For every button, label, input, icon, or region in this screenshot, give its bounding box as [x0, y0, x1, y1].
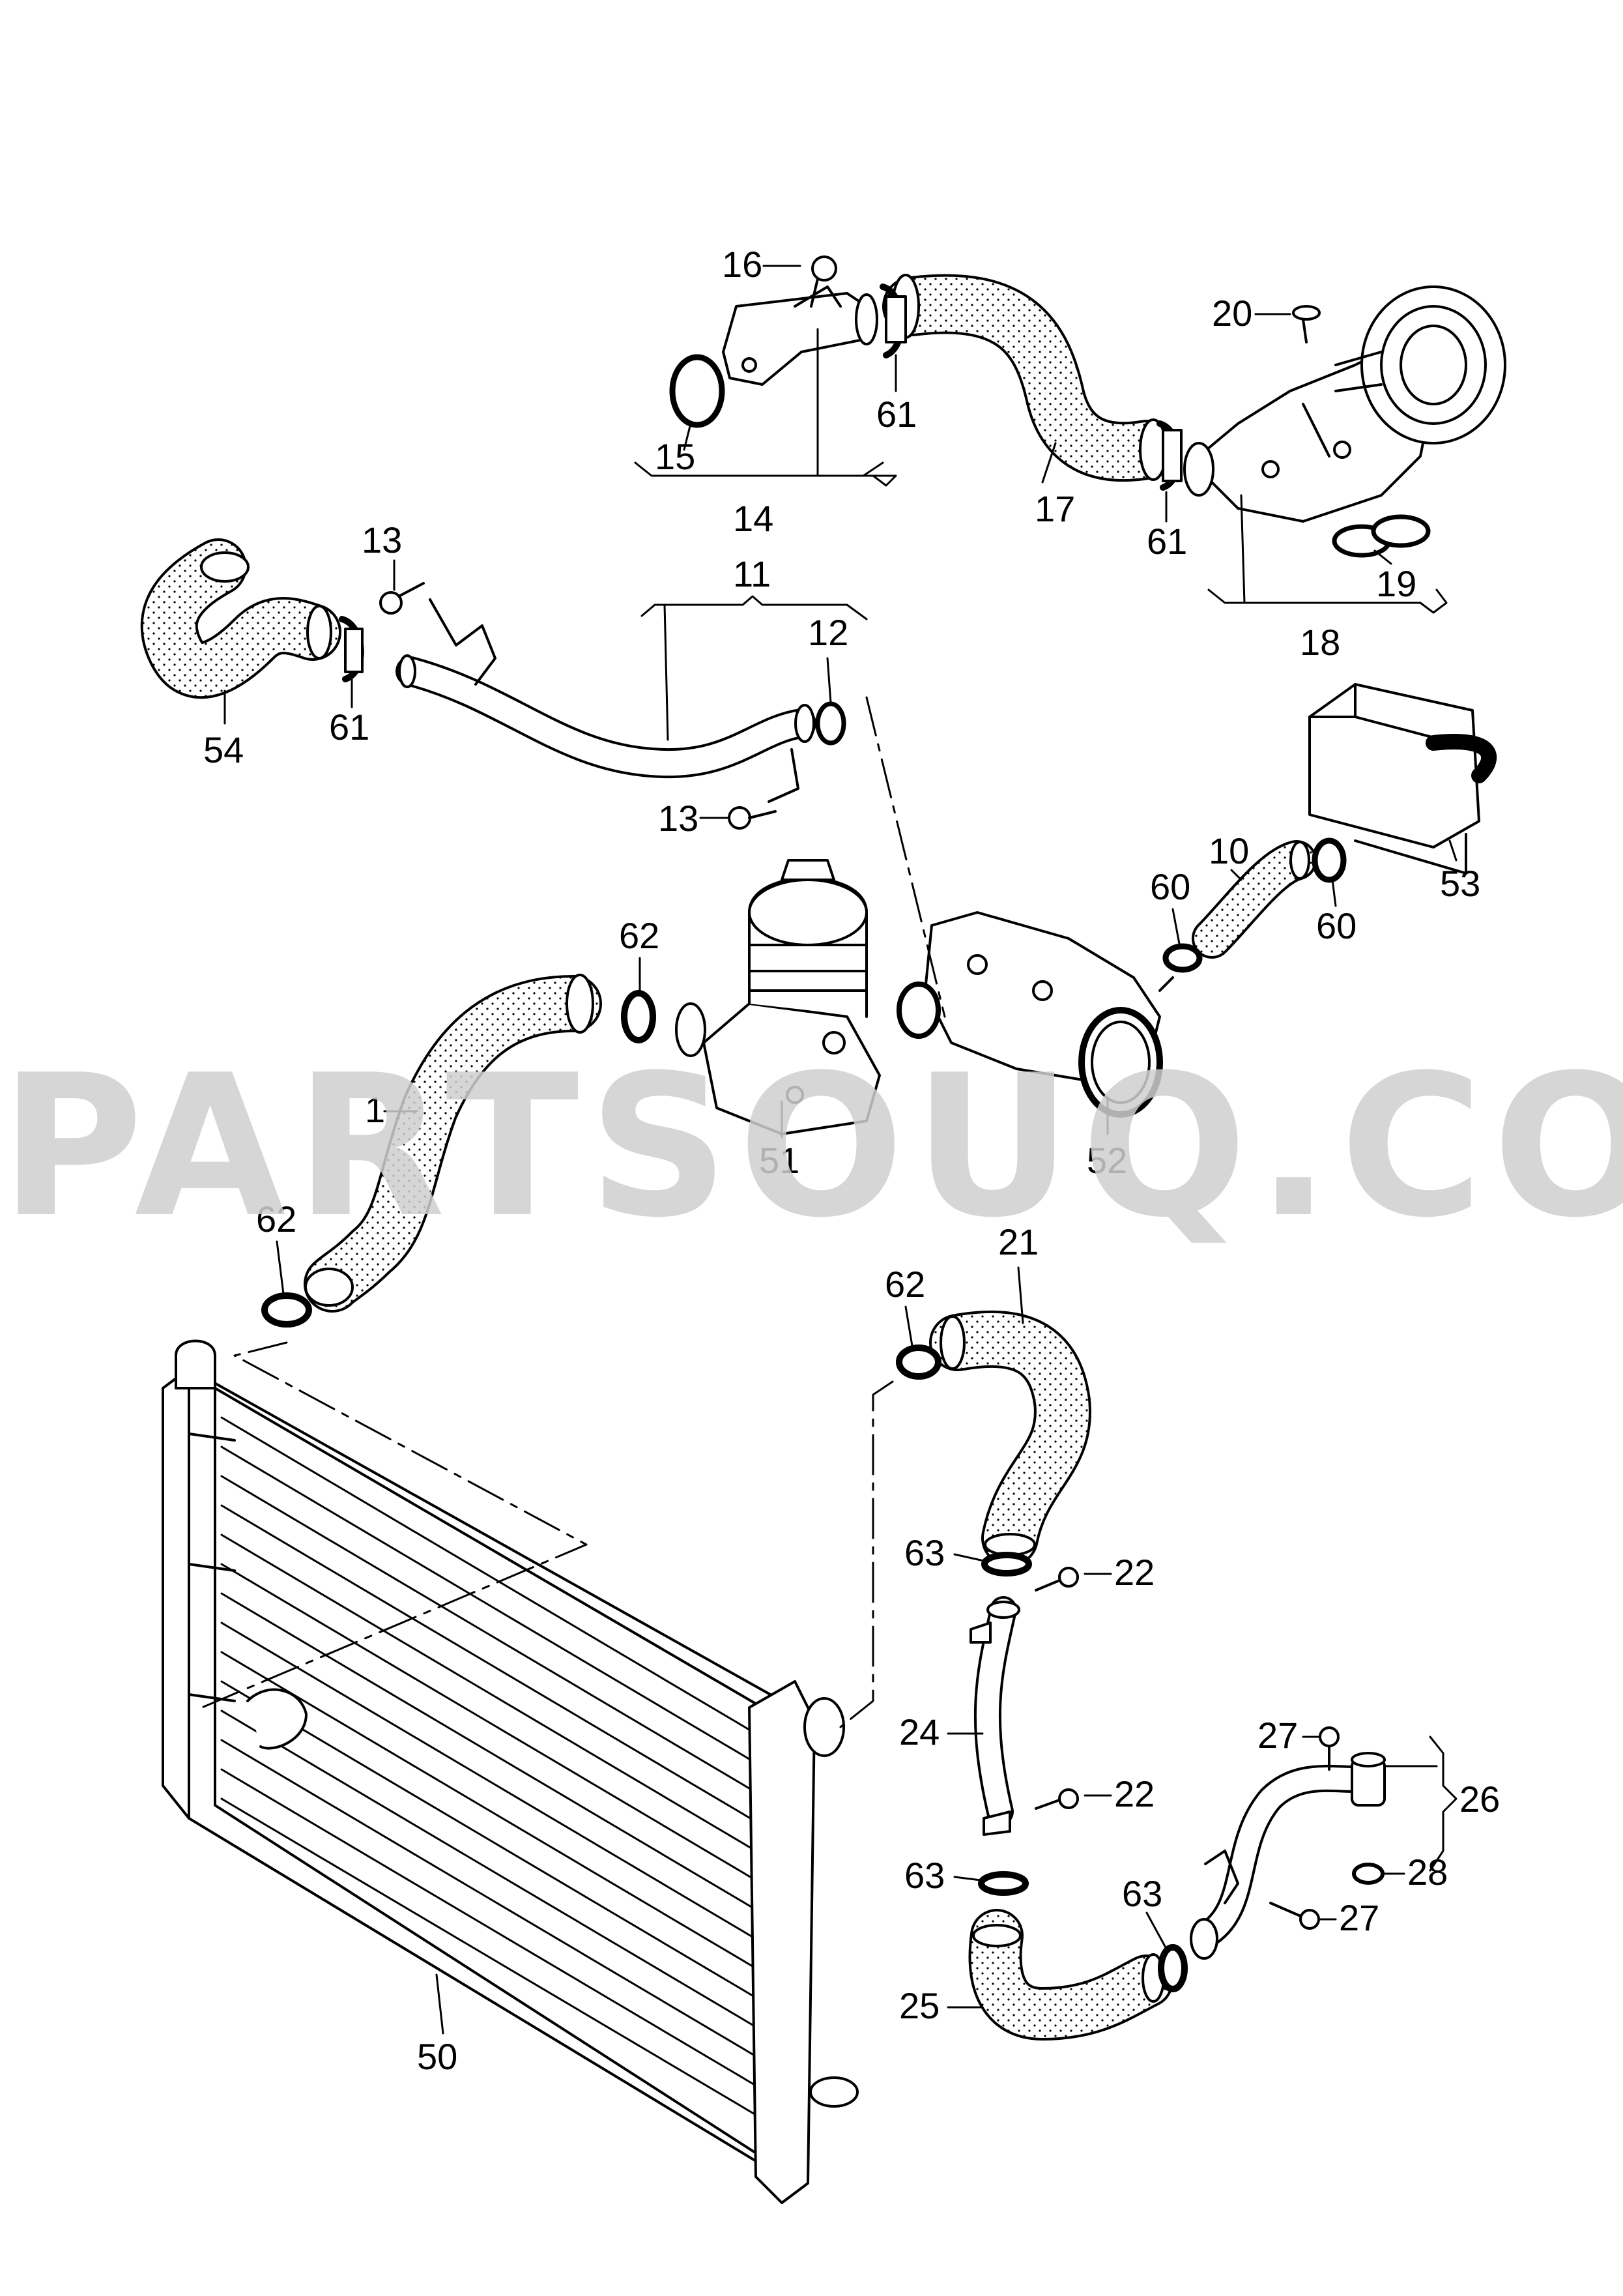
callout-63-a: 63 [904, 1532, 945, 1573]
callout-61-c: 61 [329, 706, 369, 748]
bolt-22-a[interactable] [1035, 1567, 1079, 1591]
callout-52: 52 [1087, 1140, 1127, 1181]
callout-17: 17 [1035, 488, 1075, 529]
hose-1[interactable] [304, 974, 602, 1313]
hose-clip-63-a[interactable] [981, 1552, 1032, 1577]
callout-16: 16 [722, 244, 762, 285]
pipe-24[interactable] [969, 1596, 1020, 1836]
callout-28: 28 [1407, 1852, 1448, 1893]
callout-63-b: 63 [904, 1855, 945, 1896]
callout-21: 21 [998, 1221, 1039, 1262]
callout-20: 20 [1212, 293, 1252, 334]
o-ring-28[interactable] [1352, 1863, 1385, 1885]
callout-51: 51 [759, 1140, 799, 1181]
hose-54[interactable] [140, 538, 341, 699]
callout-63-c: 63 [1122, 1873, 1162, 1914]
callout-12: 12 [808, 612, 848, 653]
coolant-pipe-11[interactable] [395, 598, 816, 803]
callout-50: 50 [417, 2036, 457, 2077]
hose-21[interactable] [929, 1310, 1091, 1567]
callout-13-a: 13 [362, 519, 402, 560]
oil-cooler-53[interactable] [1308, 683, 1497, 875]
hose-clip-61-a[interactable] [880, 283, 907, 358]
connector-pipe-14[interactable] [722, 285, 878, 386]
seals-19[interactable] [1332, 514, 1431, 558]
hose-clip-62-a[interactable] [621, 990, 656, 1043]
hose-clip-61-b[interactable] [1156, 420, 1183, 491]
hose-25[interactable] [968, 1909, 1173, 2041]
bolt-20[interactable] [1292, 305, 1321, 343]
bolt-13-a[interactable] [379, 582, 425, 615]
hose-clip-60-b[interactable] [1312, 837, 1347, 883]
hose-17[interactable] [882, 274, 1177, 482]
callout-54: 54 [203, 729, 244, 770]
thermostat-housing-18[interactable] [1183, 285, 1506, 523]
callout-62-b: 62 [256, 1199, 296, 1240]
hose-clip-62-c[interactable] [896, 1344, 941, 1380]
callout-13-b: 13 [658, 798, 698, 839]
pipe-26[interactable] [1190, 1752, 1386, 1960]
bolt-22-b[interactable] [1035, 1788, 1079, 1810]
callout-60-a: 60 [1150, 866, 1190, 907]
callout-22-a: 22 [1114, 1552, 1155, 1593]
o-ring-15[interactable] [669, 354, 725, 428]
callout-27-b: 27 [1339, 1897, 1379, 1938]
callout-25: 25 [899, 1985, 940, 2026]
callout-61-b: 61 [1147, 521, 1187, 562]
callout-62-c: 62 [885, 1264, 925, 1305]
hose-clip-61-c[interactable] [339, 616, 364, 682]
callout-26: 26 [1459, 1779, 1500, 1820]
callout-14: 14 [733, 498, 773, 539]
callout-61-a: 61 [876, 394, 917, 435]
bolt-13-b[interactable] [728, 806, 777, 830]
callout-18: 18 [1300, 622, 1340, 663]
oil-filter-housing-51[interactable] [675, 859, 881, 1135]
bolt-27-b[interactable] [1269, 1902, 1320, 1930]
callout-60-b: 60 [1316, 905, 1357, 946]
callout-22-b: 22 [1114, 1773, 1155, 1814]
callout-27-a: 27 [1257, 1715, 1298, 1756]
coolant-housing-52[interactable] [897, 911, 1174, 1118]
callout-15: 15 [655, 436, 695, 477]
hose-clip-63-c[interactable] [1158, 1944, 1188, 1992]
bolt-27-a[interactable] [1319, 1726, 1340, 1771]
o-ring-12[interactable] [815, 701, 846, 746]
hose-10[interactable] [1192, 840, 1317, 959]
callout-53: 53 [1440, 863, 1480, 904]
callout-19: 19 [1376, 563, 1416, 604]
callout-11: 11 [733, 553, 771, 594]
hose-clip-62-b[interactable] [261, 1292, 312, 1328]
bolt-16[interactable] [810, 255, 837, 308]
radiator-50[interactable] [162, 1339, 859, 2204]
callout-1: 1 [365, 1089, 385, 1130]
callout-24: 24 [899, 1711, 940, 1752]
hose-clip-63-b[interactable] [978, 1871, 1029, 1896]
callout-62-a: 62 [619, 915, 659, 956]
callout-10: 10 [1209, 830, 1249, 871]
hose-clip-60-a[interactable] [1162, 943, 1203, 973]
